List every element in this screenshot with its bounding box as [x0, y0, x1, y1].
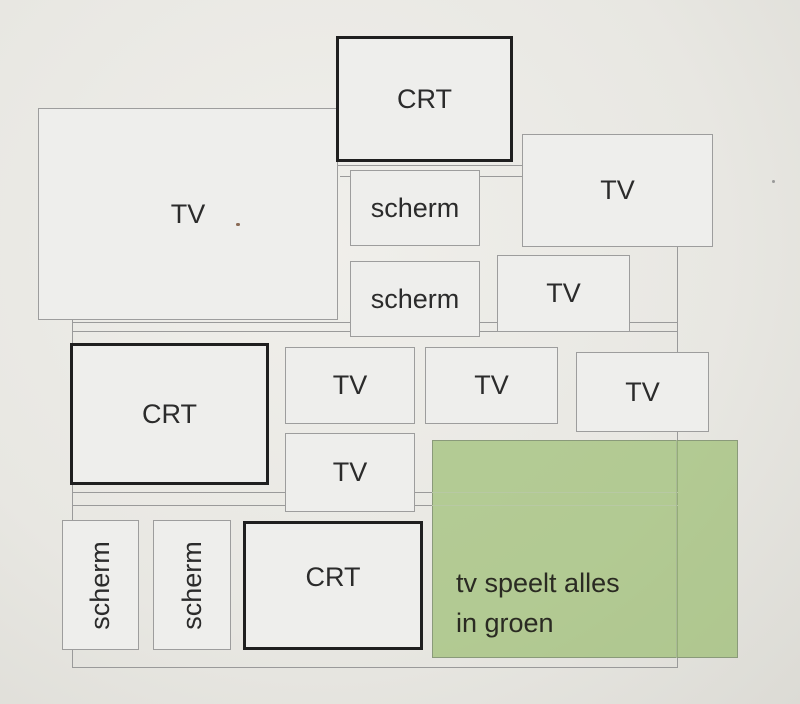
paper-speck	[772, 180, 775, 183]
tv-label: TV	[546, 278, 581, 308]
tv-box-row3: TV	[285, 433, 415, 512]
scherm-label: scherm	[370, 192, 460, 223]
tv-label: TV	[625, 376, 660, 407]
tv-label: TV	[600, 175, 635, 205]
scherm-label: scherm	[85, 540, 116, 630]
tv-box-top-right: TV	[522, 134, 713, 247]
green-note-line-2: in groen	[456, 608, 554, 638]
rack-edge-through-green	[676, 440, 678, 658]
tv-label: TV	[332, 457, 368, 487]
scherm-box-lower: scherm	[350, 261, 480, 337]
tv-box-mid-right: TV	[497, 255, 630, 332]
tv-box-row2-b: TV	[425, 347, 558, 424]
tv-label: TV	[170, 198, 206, 229]
tv-box-row2-c: TV	[576, 352, 709, 432]
crt-label: CRT	[305, 562, 361, 592]
green-note: tv speelt alles in groen	[456, 563, 620, 643]
scherm-box-vertical-1: scherm	[62, 520, 139, 650]
crt-box-top: CRT	[336, 36, 513, 162]
tv-box-row2-a: TV	[285, 347, 415, 424]
scherm-label: scherm	[370, 283, 460, 314]
crt-box-left: CRT	[70, 343, 269, 485]
tv-label: TV	[474, 370, 509, 400]
scherm-box-upper: scherm	[350, 170, 480, 246]
shelf-line-through-green	[432, 492, 678, 506]
green-highlight-area	[432, 440, 738, 658]
green-note-line-1: tv speelt alles	[456, 568, 620, 598]
crt-label: CRT	[396, 83, 452, 114]
crt-box-bottom: CRT	[243, 521, 423, 650]
paper-speck	[236, 223, 240, 226]
scherm-box-vertical-2: scherm	[153, 520, 231, 650]
tv-label: TV	[332, 370, 368, 400]
crt-label: CRT	[141, 398, 197, 429]
tv-box-large: TV	[38, 108, 338, 320]
scherm-label: scherm	[176, 540, 207, 630]
